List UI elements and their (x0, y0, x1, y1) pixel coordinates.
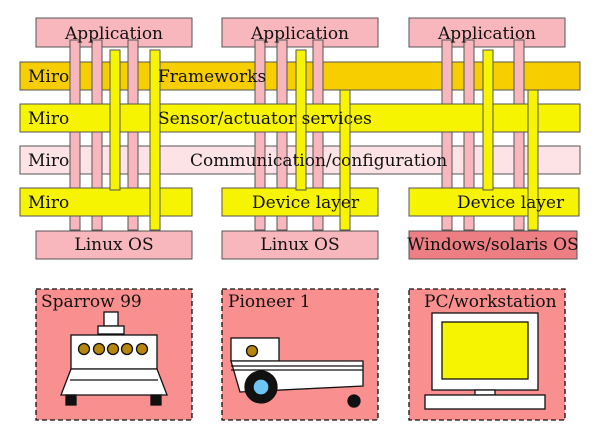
device-box-1 (19, 187, 193, 217)
os-label-1: Linux OS (74, 235, 154, 255)
app-box-3 (408, 17, 566, 48)
communication-label: Communication/configuration (190, 151, 448, 171)
app-connectors (69, 39, 525, 231)
sensor-miro-label: Miro (28, 109, 70, 129)
frameworks-label: Frameworks (158, 67, 267, 87)
platform-label-1: Sparrow 99 (41, 292, 142, 312)
app-label-3: Application (437, 24, 537, 44)
os-box-3 (408, 230, 578, 260)
device-box-2 (221, 187, 379, 217)
sparrow-robot-icon (60, 311, 168, 406)
app-label-1: Application (64, 24, 164, 44)
device-miro-label: Miro (28, 193, 70, 213)
device-label-2: Device layer (252, 193, 360, 213)
device-label-3: Device layer (457, 193, 565, 213)
os-box-1 (35, 230, 193, 260)
app-box-1 (35, 17, 193, 48)
service-connectors (109, 49, 539, 231)
communication-miro-label: Miro (28, 151, 70, 171)
app-label-2: Application (250, 24, 350, 44)
os-label-3: Windows/solaris OS (407, 235, 579, 255)
os-box-2 (221, 230, 379, 260)
pioneer-robot-icon (230, 337, 364, 408)
sensor-label: Sensor/actuator services (158, 109, 372, 129)
os-label-2: Linux OS (260, 235, 340, 255)
workstation-icon (424, 312, 546, 410)
device-box-3 (408, 187, 580, 217)
app-box-2 (221, 17, 379, 48)
platform-label-2: Pioneer 1 (228, 292, 311, 312)
platform-label-3: PC/workstation (424, 292, 557, 312)
frameworks-miro-label: Miro (28, 67, 70, 87)
